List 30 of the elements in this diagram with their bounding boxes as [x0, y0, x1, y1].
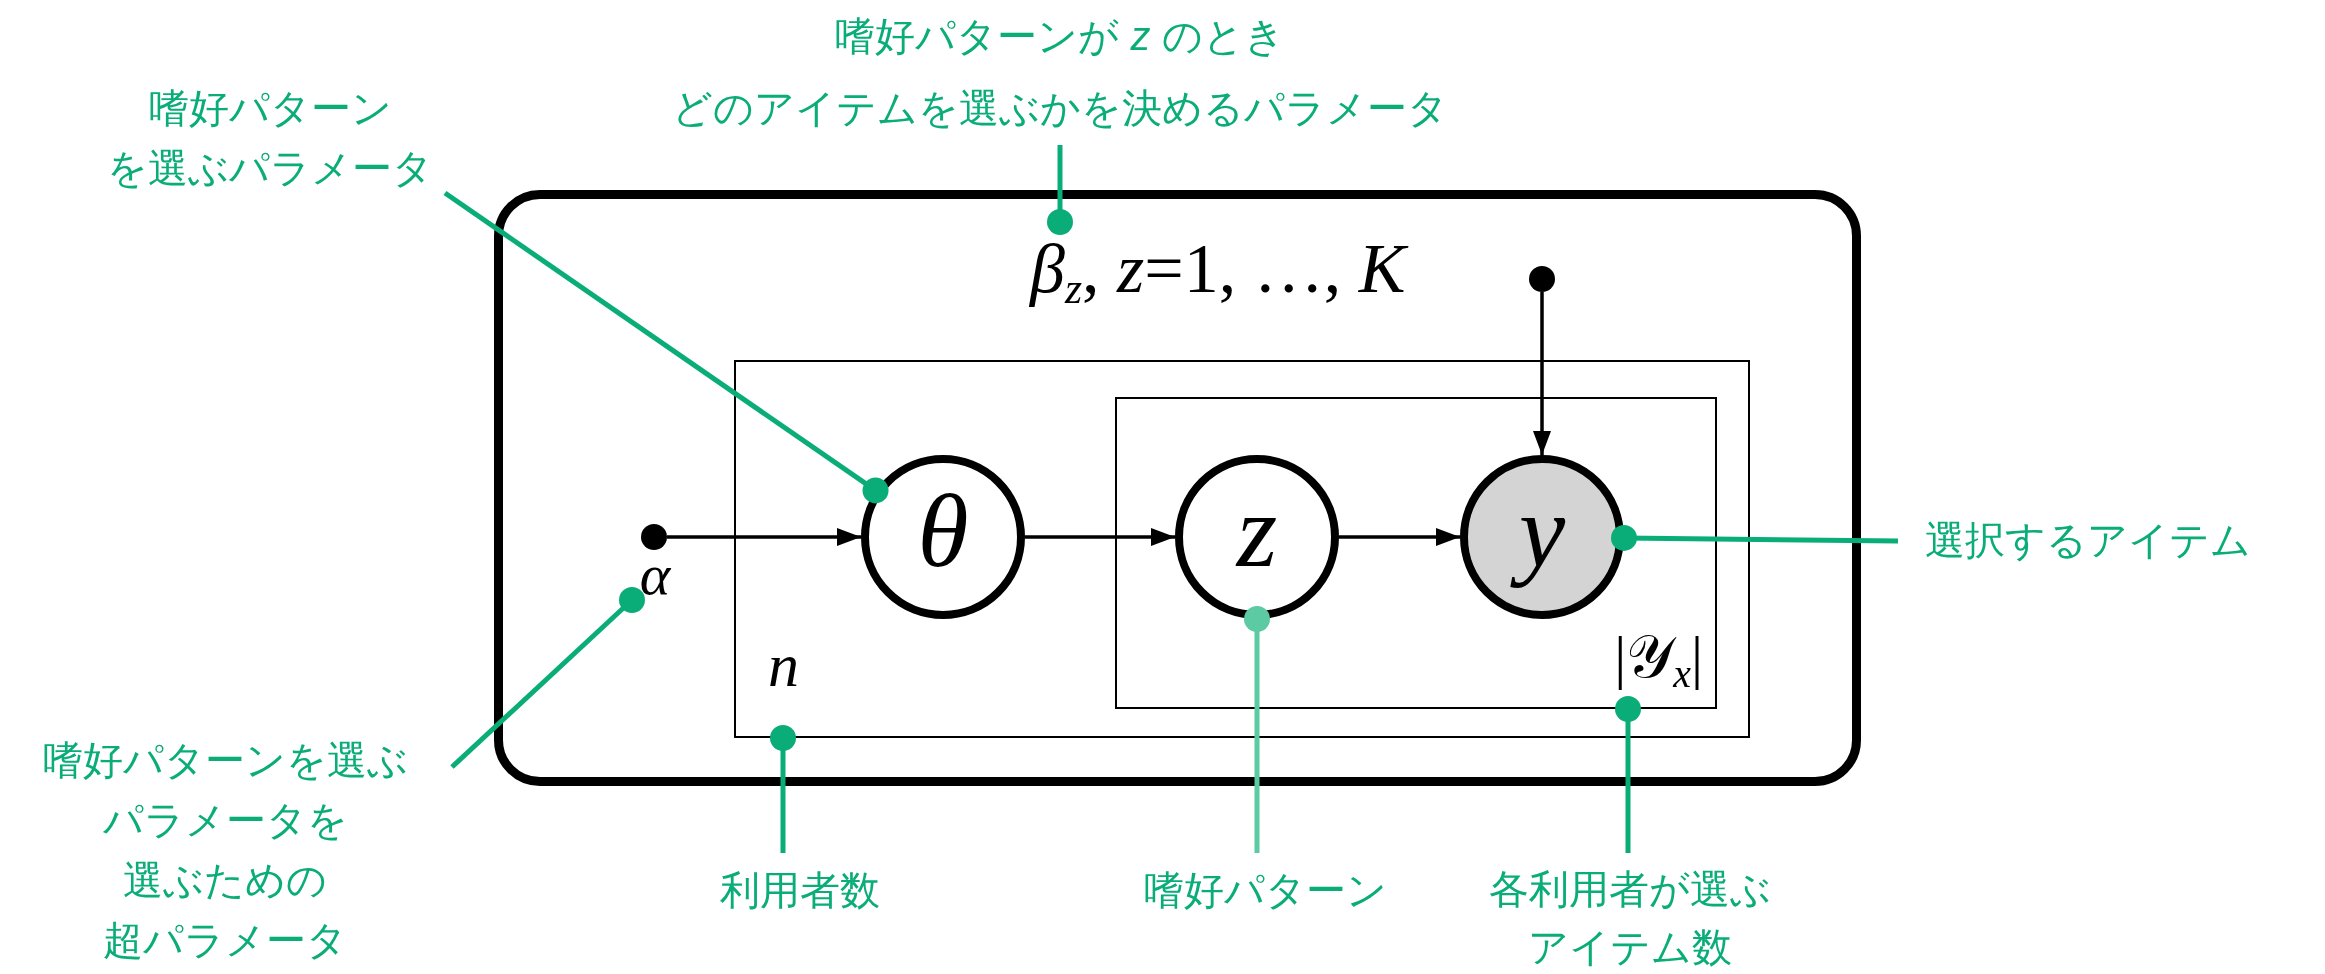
plate-box: [734, 360, 1750, 738]
annotation-text: 各利用者が選ぶ: [1488, 866, 1772, 913]
leader-line: [770, 725, 796, 853]
annotation-text: 嗜好パターンが z のとき: [834, 13, 1286, 60]
leader-line: [450, 587, 645, 769]
annotation-text: パラメータを: [101, 797, 349, 844]
annotation-text: 利用者数: [695, 860, 905, 920]
annotation-text: を選ぶパラメータ: [106, 145, 434, 192]
annotation-text: 選ぶための: [122, 857, 328, 904]
annotation-text: 嗜好パターン: [147, 85, 393, 132]
formula-text: β$_{z}$, z=1, …, K: [1030, 222, 1490, 322]
rounded-frame: [494, 190, 1861, 786]
plate-label: n: [768, 634, 799, 696]
leader-line: [1244, 606, 1270, 853]
leader-line: [1615, 696, 1641, 853]
formula-text: α: [630, 546, 680, 600]
arrow: [1025, 528, 1175, 546]
plate-box: [1115, 397, 1717, 709]
annotation-text: どのアイテムを選ぶかを決めるパラメータ: [671, 85, 1449, 132]
annotation-text: 嗜好パターン: [1120, 860, 1410, 920]
annotation-text: アイテム数: [1527, 924, 1733, 971]
annotation-text: 超パラメータ: [102, 917, 348, 964]
leader-line: [443, 190, 889, 504]
arrow: [667, 528, 861, 546]
leader-line: [1611, 524, 1899, 551]
leader-line: [1047, 145, 1073, 235]
annotation-text: 選択するアイテム: [1925, 510, 2315, 572]
annotation-text: 嗜好パターンを選ぶ: [41, 737, 409, 784]
arrow: [1533, 292, 1551, 455]
arrow: [1339, 528, 1460, 546]
